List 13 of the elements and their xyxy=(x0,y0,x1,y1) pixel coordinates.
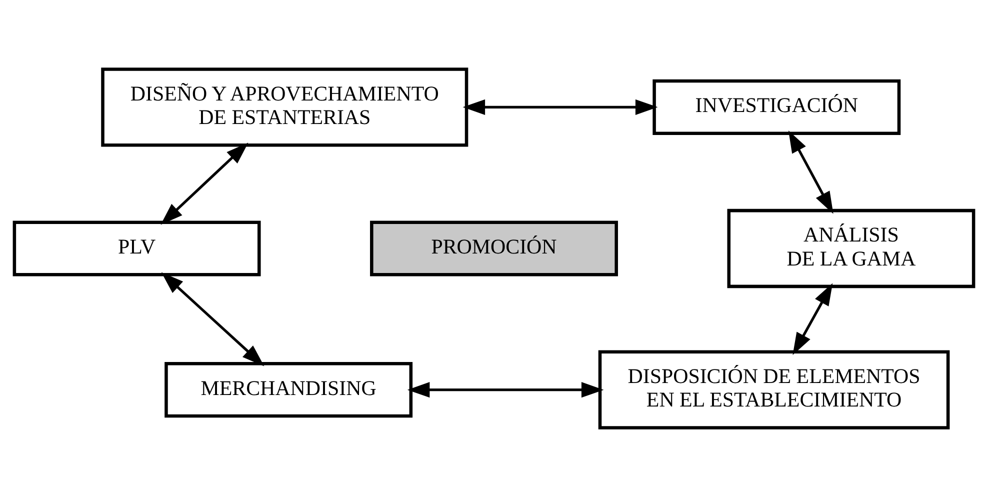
arrow xyxy=(407,382,604,398)
node-box: PLV xyxy=(12,220,261,276)
node-box: ANÁLISIS DE LA GAMA xyxy=(727,208,976,288)
node-box: DISPOSICIÓN DE ELEMENTOS EN EL ESTABLECIMIENTO xyxy=(598,350,950,430)
node-box: PROMOCIÓN xyxy=(370,220,618,276)
node-box: MERCHANDISING xyxy=(164,362,413,418)
arrow xyxy=(160,142,248,225)
arrow xyxy=(788,130,834,214)
arrow xyxy=(161,272,264,366)
arrow xyxy=(462,99,658,115)
arrow xyxy=(792,283,833,355)
node-box: DISEÑO Y APROVECHAMIENTO DE ESTANTERIAS xyxy=(101,68,468,147)
node-box: INVESTIGACIÓN xyxy=(652,79,901,135)
